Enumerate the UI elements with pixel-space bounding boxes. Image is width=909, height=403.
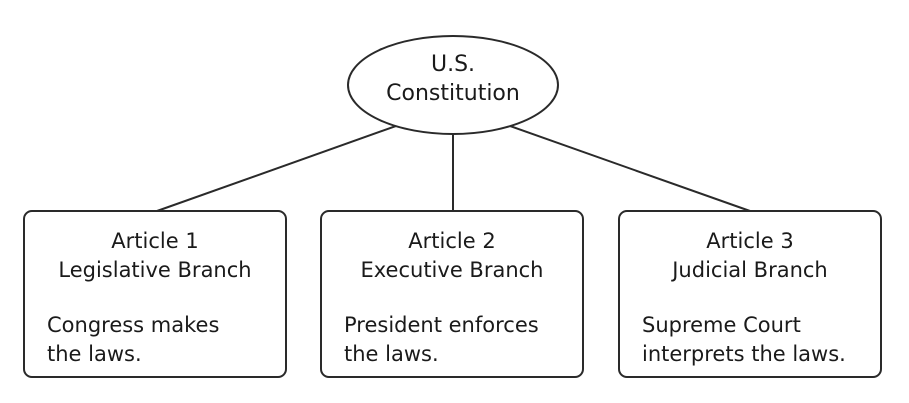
branch-description: Supreme Court interprets the laws. [642, 311, 870, 369]
root-ellipse [347, 35, 559, 135]
root-node-label: U.S. Constitution [348, 50, 558, 108]
branch-description: President enforces the laws. [344, 311, 572, 369]
branch-name: Legislative Branch [58, 258, 252, 282]
description-line-1: President enforces [344, 313, 539, 337]
root-label-line-2: Constitution [386, 81, 520, 106]
description-line-2: the laws. [344, 342, 439, 366]
description-line-1: Congress makes [47, 313, 220, 337]
branch-title: Article 2 Executive Branch [322, 227, 582, 285]
branch-description: Congress makes the laws. [47, 311, 275, 369]
root-label-line-1: U.S. [430, 52, 476, 77]
article-label: Article 2 [408, 229, 496, 253]
branch-title: Article 3 Judicial Branch [620, 227, 880, 285]
branch-name: Judicial Branch [672, 258, 828, 282]
branch-box-article-2: Article 2 Executive Branch President enf… [320, 210, 584, 378]
branch-title: Article 1 Legislative Branch [25, 227, 285, 285]
description-line-2: the laws. [47, 342, 142, 366]
description-line-1: Supreme Court [642, 313, 801, 337]
description-line-2: interprets the laws. [642, 342, 846, 366]
connector-article-3 [509, 125, 751, 212]
connector-article-1 [156, 125, 397, 212]
article-label: Article 1 [111, 229, 199, 253]
article-label: Article 3 [706, 229, 794, 253]
branch-name: Executive Branch [360, 258, 544, 282]
branch-box-article-1: Article 1 Legislative Branch Congress ma… [23, 210, 287, 378]
branch-box-article-3: Article 3 Judicial Branch Supreme Court … [618, 210, 882, 378]
